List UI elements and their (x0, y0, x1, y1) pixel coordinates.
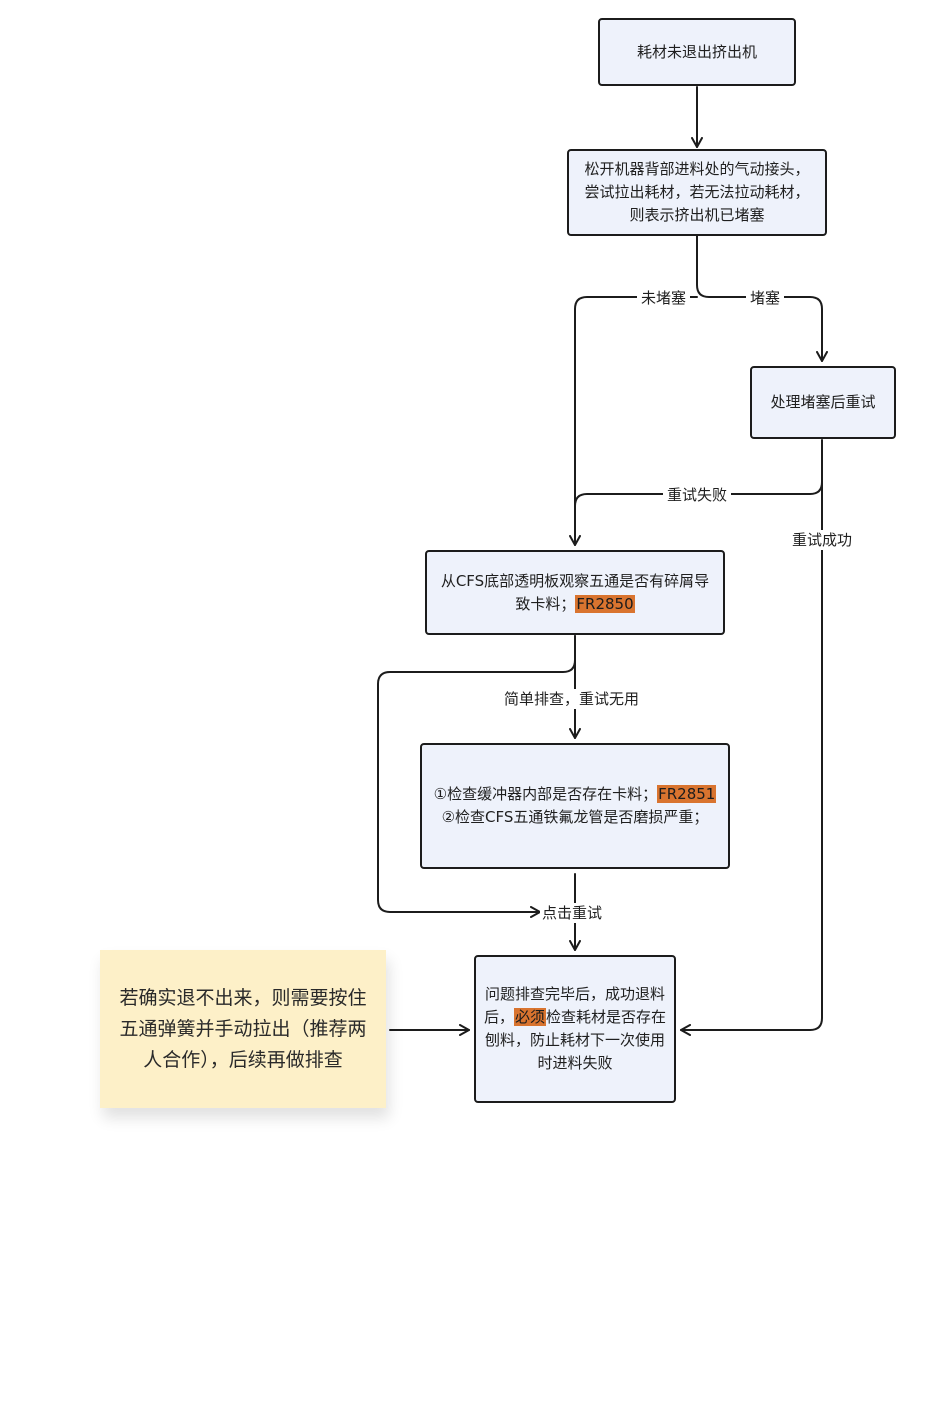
node-fix-clog: 处理堵塞后重试 (750, 366, 896, 439)
node-observe: 从CFS底部透明板观察五通是否有碎屑导 致卡料；FR2850 (425, 550, 725, 635)
node-check-line-1: ①检查缓冲器内部是否存在卡料； (433, 785, 658, 803)
node-start: 耗材未退出挤出机 (598, 18, 796, 86)
node-observe-line-1: 从CFS底部透明板观察五通是否有碎屑导 (440, 571, 710, 590)
node-final-line-4: 时进料失败 (537, 1054, 613, 1072)
node-start-text: 耗材未退出挤出机 (636, 42, 757, 61)
node-check-text: ①检查缓冲器内部是否存在卡料；FR2851 ②检查CFS五通铁氟龙管是否磨损严重… (434, 783, 717, 829)
node-check: ①检查缓冲器内部是否存在卡料；FR2851 ②检查CFS五通铁氟龙管是否磨损严重… (420, 743, 730, 869)
node-final: 问题排查完毕后，成功退料 后，必须检查耗材是否存在 刨料，防止耗材下一次使用 时… (474, 955, 676, 1103)
label-simple-check: 简单排查，重试无用 (500, 689, 644, 709)
node-final-line-2-post: 检查耗材是否存在 (546, 1008, 667, 1026)
label-retry-success: 重试成功 (788, 530, 857, 550)
label-not-clogged: 未堵塞 (637, 288, 691, 308)
sticky-note: 若确实退不出来，则需要按住 五通弹簧并手动拉出（推荐两 人合作），后续再做排查 (100, 950, 386, 1108)
node-loosen-line-1: 松开机器背部进料处的气动接头， (584, 160, 810, 178)
node-loosen-line-2: 尝试拉出耗材，若无法拉动耗材， (584, 183, 810, 201)
sticky-note-text: 若确实退不出来，则需要按住 五通弹簧并手动拉出（推荐两 人合作），后续再做排查 (119, 983, 366, 1076)
node-check-line-2: ②检查CFS五通铁氟龙管是否磨损严重； (441, 808, 709, 826)
node-fix-clog-text: 处理堵塞后重试 (770, 393, 876, 411)
sticky-note-line-2: 五通弹簧并手动拉出（推荐两 (119, 1017, 367, 1040)
node-loosen-text: 松开机器背部进料处的气动接头， 尝试拉出耗材，若无法拉动耗材， 则表示挤出机已堵… (584, 158, 809, 227)
must-highlight: 必须 (513, 1008, 546, 1026)
node-observe-line-2: 致卡料； (515, 594, 576, 613)
edge-observe-bypass (377, 635, 576, 918)
node-observe-text: 从CFS底部透明板观察五通是否有碎屑导 致卡料；FR2850 (441, 570, 709, 616)
label-retry-failed: 重试失败 (663, 485, 732, 505)
node-final-line-3: 刨料，防止耗材下一次使用 (484, 1031, 665, 1049)
node-loosen: 松开机器背部进料处的气动接头， 尝试拉出耗材，若无法拉动耗材， 则表示挤出机已堵… (567, 149, 827, 236)
edge-not-clogged (569, 296, 698, 546)
label-clogged: 堵塞 (746, 288, 785, 308)
node-final-line-1: 问题排查完毕后，成功退料 (484, 985, 665, 1003)
node-final-line-2-pre: 后， (483, 1008, 514, 1026)
node-final-text: 问题排查完毕后，成功退料 后，必须检查耗材是否存在 刨料，防止耗材下一次使用 时… (484, 983, 666, 1075)
sticky-note-line-1: 若确实退不出来，则需要按住 (119, 986, 367, 1009)
node-loosen-line-3: 则表示挤出机已堵塞 (629, 206, 765, 224)
sticky-note-line-3: 人合作），后续再做排查 (143, 1048, 343, 1071)
label-click-retry: 点击重试 (540, 903, 607, 923)
edge-retry-success (680, 481, 823, 1036)
error-code-fr2850: FR2850 (575, 594, 635, 613)
error-code-fr2851: FR2851 (657, 785, 717, 803)
